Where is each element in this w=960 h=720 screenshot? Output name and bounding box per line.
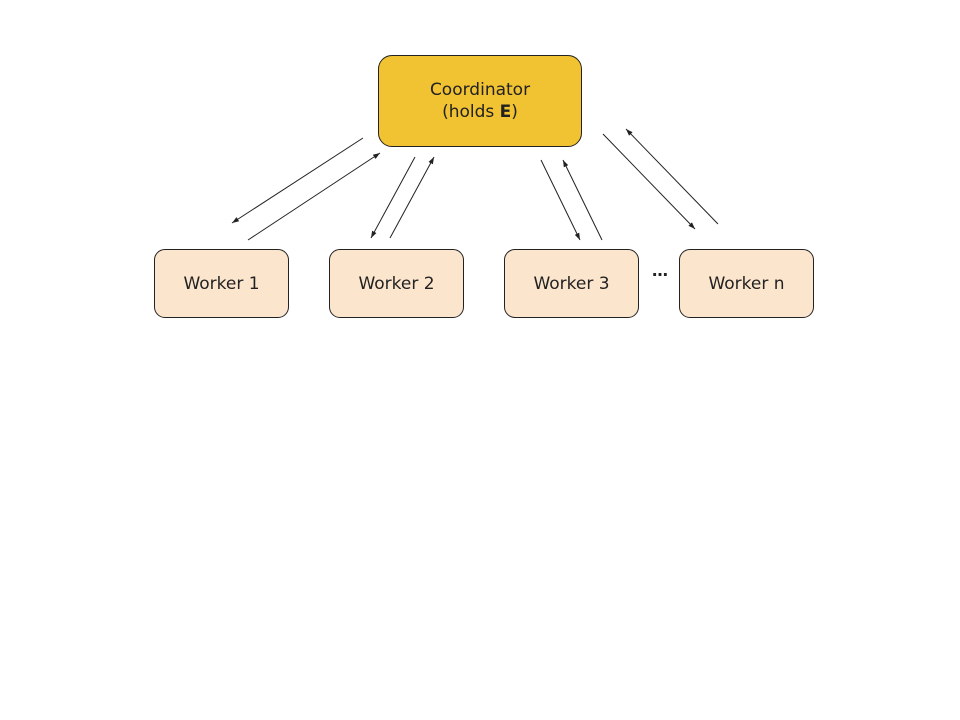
worker-node-1: Worker 1 [154, 249, 289, 318]
edge-coordinator-to-worker-3 [540, 159, 581, 241]
worker-label: Worker 1 [183, 273, 260, 294]
edge-coordinator-to-worker-n [602, 133, 696, 230]
coordinator-subtitle-prefix: (holds [442, 102, 500, 122]
edge-coordinator-to-worker-1 [231, 137, 364, 224]
worker-node-2: Worker 2 [329, 249, 464, 318]
coordinator-node: Coordinator (holds E) [378, 55, 582, 147]
edge-worker-n-to-coordinator [625, 128, 719, 225]
worker-label: Worker n [708, 273, 785, 294]
worker-node-n: Worker n [679, 249, 814, 318]
edge-coordinator-to-worker-2 [370, 156, 416, 239]
worker-node-3: Worker 3 [504, 249, 639, 318]
worker-label: Worker 3 [533, 273, 610, 294]
ellipsis: … [652, 261, 668, 280]
edge-worker-1-to-coordinator [247, 152, 381, 241]
coordinator-subtitle: (holds E) [442, 101, 518, 123]
edge-worker-3-to-coordinator [562, 159, 603, 241]
coordinator-title: Coordinator [429, 80, 531, 100]
coordinator-subtitle-bold: E [499, 102, 512, 122]
coordinator-subtitle-suffix: ) [511, 102, 518, 122]
edge-worker-2-to-coordinator [389, 156, 435, 239]
worker-label: Worker 2 [358, 273, 435, 294]
